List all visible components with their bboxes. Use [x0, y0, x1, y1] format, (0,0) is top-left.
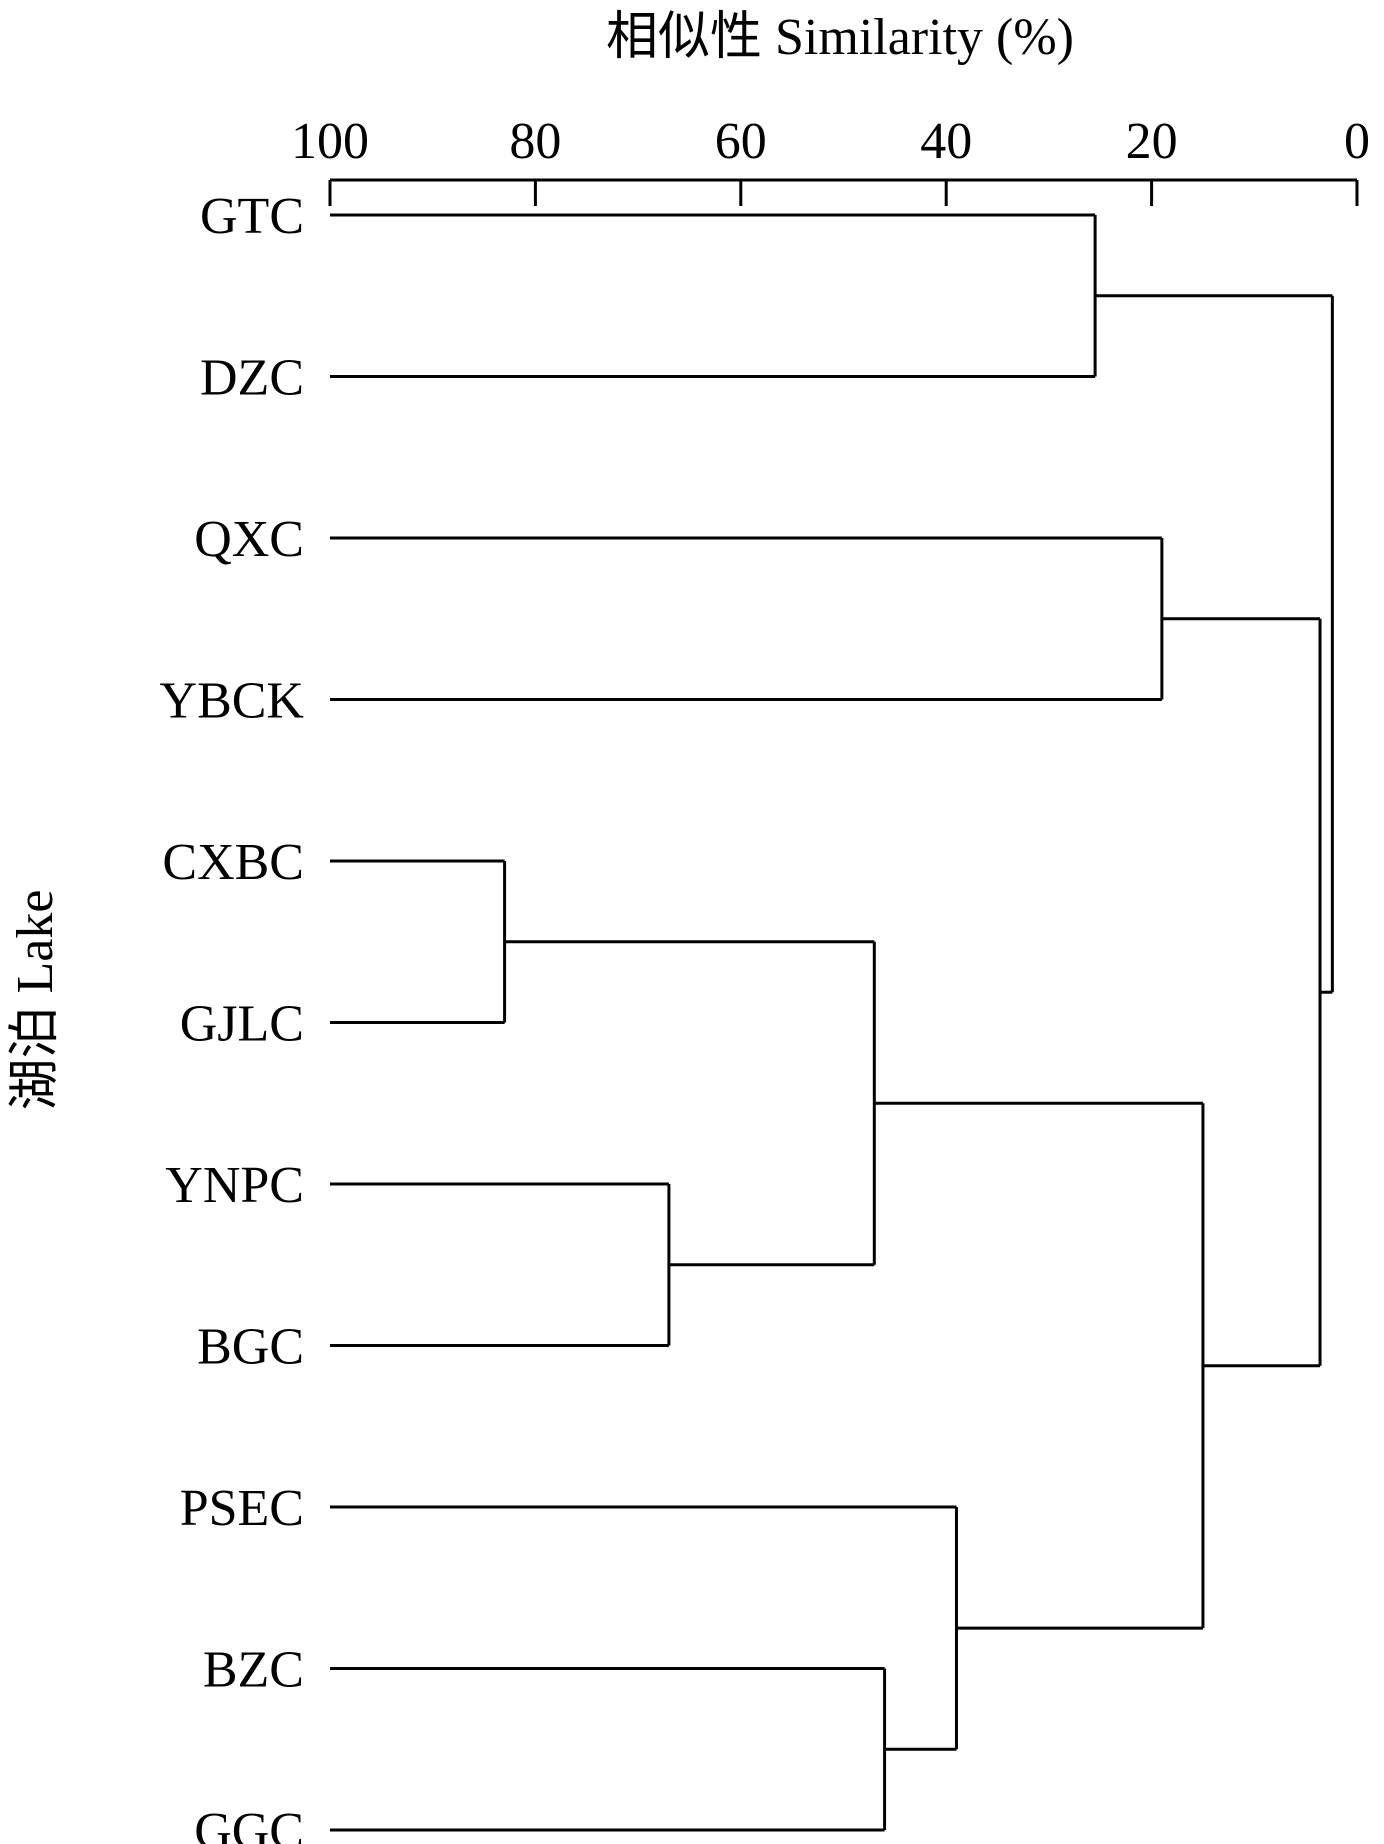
- x-tick-label: 0: [1344, 113, 1370, 170]
- leaf-label: BZC: [203, 1642, 304, 1699]
- leaf-label: CXBC: [162, 834, 304, 891]
- leaf-label: YNPC: [165, 1157, 304, 1214]
- leaf-label: GJLC: [180, 996, 304, 1053]
- leaf-label: PSEC: [180, 1480, 304, 1537]
- leaf-label: YBCK: [160, 673, 305, 730]
- x-tick-label: 60: [715, 113, 767, 170]
- x-axis-title: 相似性 Similarity (%): [606, 9, 1074, 66]
- x-tick-label: 80: [509, 113, 561, 170]
- leaf-labels: GTC DZC QXC YBCK CXBC GJLC YNPC BGC PSEC BZC GGC: [160, 188, 305, 1844]
- dendrogram-links: [330, 213, 1334, 1832]
- leaf-label: GGC: [194, 1803, 304, 1844]
- leaf-label: DZC: [200, 350, 304, 407]
- leaf-label: QXC: [194, 511, 304, 568]
- x-tick-label: 40: [920, 113, 972, 170]
- x-axis: 100 80 60 40 20 0: [291, 113, 1370, 206]
- leaf-label: BGC: [197, 1319, 304, 1376]
- x-tick-label: 20: [1126, 113, 1178, 170]
- x-tick-label: 100: [291, 113, 369, 170]
- leaf-label: GTC: [200, 188, 304, 245]
- y-axis-title: 湖泊 Lake: [7, 890, 64, 1111]
